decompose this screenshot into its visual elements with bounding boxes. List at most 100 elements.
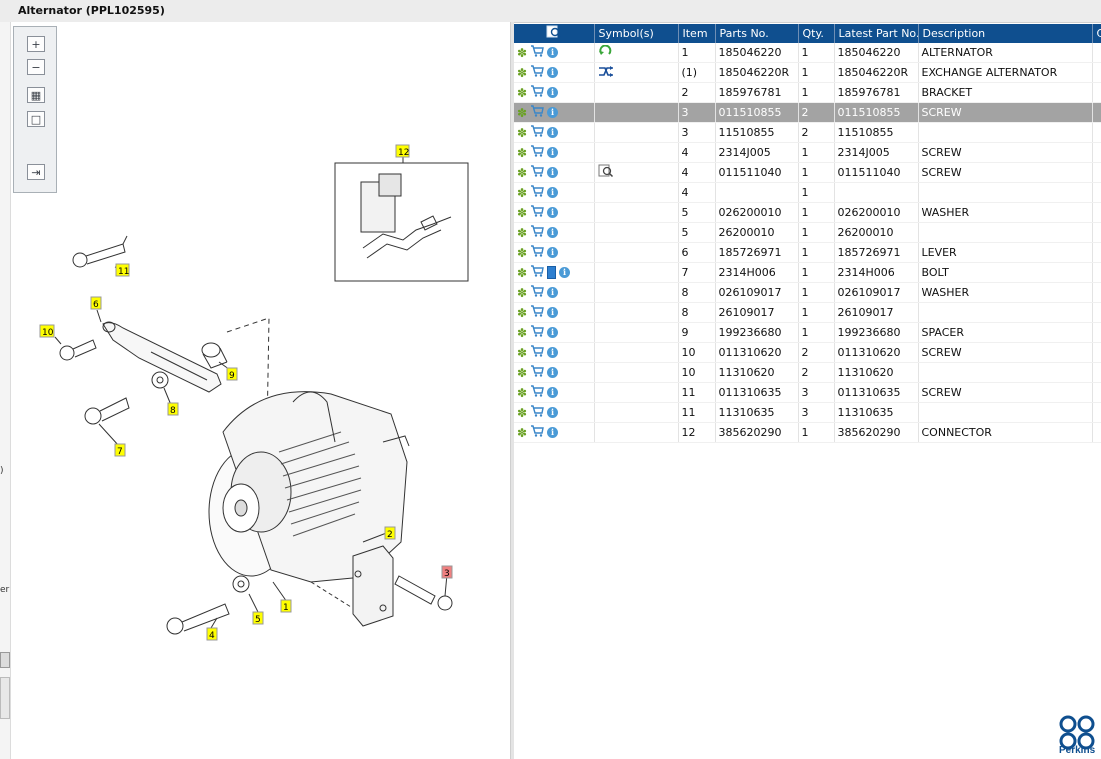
info-icon[interactable]: i: [547, 387, 559, 398]
left-panel-scrollbar[interactable]: [0, 677, 10, 719]
exploded-diagram-pane[interactable]: 12 11 6 10 9 8 7 2 3 1 5 4: [11, 22, 510, 759]
add-gear-icon[interactable]: ✽: [517, 105, 528, 120]
column-header-description[interactable]: Description: [918, 24, 1093, 43]
add-gear-icon[interactable]: ✽: [517, 365, 528, 380]
info-icon[interactable]: i: [547, 307, 559, 318]
cart-icon[interactable]: [530, 265, 544, 280]
fit-to-window-button[interactable]: ▦: [27, 87, 45, 103]
column-header-actions[interactable]: [514, 24, 595, 43]
info-icon[interactable]: i: [547, 207, 559, 218]
cart-icon[interactable]: [530, 145, 544, 160]
actual-size-button[interactable]: □: [27, 111, 45, 127]
info-icon[interactable]: i: [547, 147, 559, 158]
recycle-icon[interactable]: [598, 44, 612, 61]
info-icon[interactable]: i: [547, 347, 559, 358]
alternator-exploded-diagram[interactable]: 12 11 6 10 9 8 7 2 3 1 5 4: [11, 22, 510, 759]
info-icon[interactable]: i: [547, 87, 559, 98]
add-gear-icon[interactable]: ✽: [517, 425, 528, 440]
info-icon[interactable]: i: [547, 327, 559, 338]
column-header-part-no[interactable]: Parts No.: [715, 24, 799, 43]
add-gear-icon[interactable]: ✽: [517, 205, 528, 220]
cart-icon[interactable]: [530, 405, 544, 420]
add-gear-icon[interactable]: ✽: [517, 145, 528, 160]
info-icon[interactable]: i: [547, 227, 559, 238]
cart-icon[interactable]: [530, 345, 544, 360]
column-header-qty[interactable]: Qty.: [798, 24, 835, 43]
info-icon[interactable]: i: [547, 187, 559, 198]
add-gear-icon[interactable]: ✽: [517, 125, 528, 140]
cart-icon[interactable]: [530, 205, 544, 220]
pane-splitter[interactable]: [510, 22, 514, 759]
cart-icon[interactable]: [530, 185, 544, 200]
cart-icon[interactable]: [530, 285, 544, 300]
info-icon[interactable]: i: [547, 127, 559, 138]
add-gear-icon[interactable]: ✽: [517, 345, 528, 360]
add-gear-icon[interactable]: ✽: [517, 325, 528, 340]
zoom-in-button[interactable]: +: [27, 36, 45, 52]
cart-icon[interactable]: [530, 305, 544, 320]
info-icon[interactable]: i: [547, 47, 559, 58]
cart-icon[interactable]: [530, 245, 544, 260]
info-icon[interactable]: i: [547, 427, 559, 438]
cart-icon[interactable]: [530, 425, 544, 440]
column-header-latest-part-no[interactable]: Latest Part No.: [834, 24, 919, 43]
cart-icon[interactable]: [530, 325, 544, 340]
add-gear-icon[interactable]: ✽: [517, 165, 528, 180]
left-panel-dropdown[interactable]: [0, 652, 10, 668]
column-header-item[interactable]: Item: [678, 24, 716, 43]
info-icon[interactable]: i: [547, 287, 559, 298]
info-icon[interactable]: i: [547, 107, 559, 118]
search-parts-icon[interactable]: [546, 25, 562, 39]
info-icon[interactable]: i: [547, 367, 559, 378]
cart-icon[interactable]: [530, 385, 544, 400]
magnify-icon[interactable]: [598, 164, 614, 181]
export-button[interactable]: ⇥: [27, 164, 45, 180]
info-icon[interactable]: i: [559, 267, 571, 278]
add-gear-icon[interactable]: ✽: [517, 185, 528, 200]
cart-icon[interactable]: [530, 85, 544, 100]
info-icon[interactable]: i: [547, 247, 559, 258]
cart-icon[interactable]: [530, 165, 544, 180]
cart-icon[interactable]: [530, 65, 544, 80]
add-gear-icon[interactable]: ✽: [517, 385, 528, 400]
info-icon[interactable]: i: [547, 67, 559, 78]
add-gear-icon[interactable]: ✽: [517, 265, 528, 280]
add-gear-icon[interactable]: ✽: [517, 85, 528, 100]
add-gear-icon[interactable]: ✽: [517, 245, 528, 260]
zoom-out-button[interactable]: −: [27, 59, 45, 75]
add-gear-icon[interactable]: ✽: [517, 285, 528, 300]
add-gear-icon[interactable]: ✽: [517, 65, 528, 80]
add-gear-icon[interactable]: ✽: [517, 45, 528, 60]
cart-icon[interactable]: [530, 365, 544, 380]
document-icon[interactable]: [547, 266, 557, 279]
cart-icon[interactable]: [530, 125, 544, 140]
column-header-symbols[interactable]: Symbol(s): [594, 24, 679, 43]
exchange-icon[interactable]: [598, 65, 614, 81]
add-gear-icon[interactable]: ✽: [517, 305, 528, 320]
column-header-extra[interactable]: C: [1092, 24, 1101, 43]
add-gear-icon[interactable]: ✽: [517, 225, 528, 240]
left-collapsed-panel[interactable]: ) er: [0, 22, 11, 759]
cart-icon[interactable]: [530, 45, 544, 60]
cart-icon[interactable]: [530, 105, 544, 120]
info-icon[interactable]: i: [547, 167, 559, 178]
